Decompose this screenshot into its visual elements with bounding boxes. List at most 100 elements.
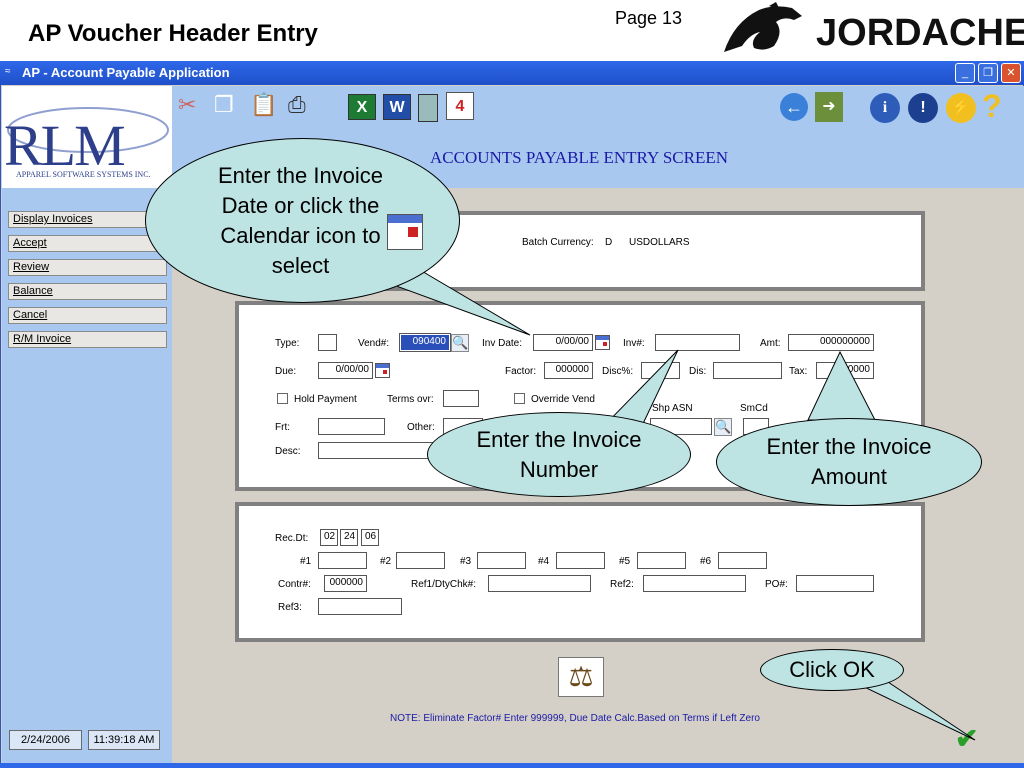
dis-field[interactable] — [713, 362, 782, 379]
ref-num-field-2[interactable] — [396, 552, 445, 569]
rec-dt-year[interactable]: 06 — [361, 529, 379, 546]
terms-label: Terms ovr: — [387, 394, 434, 405]
horse-logo-icon — [724, 2, 802, 52]
rlm-logo-box — [2, 86, 172, 188]
ref-num-label-1: #1 — [300, 556, 312, 567]
ref-num-field-5[interactable] — [637, 552, 686, 569]
help-icon[interactable]: ? — [982, 88, 1002, 124]
due-field[interactable]: 0/00/00 — [318, 362, 373, 379]
lightning-icon[interactable]: ⚡ — [946, 93, 976, 123]
excel-icon[interactable]: X — [348, 94, 376, 120]
info-icon[interactable]: i — [870, 93, 900, 123]
override-vend-label: Override Vend — [531, 394, 595, 405]
tax-label: Tax: — [789, 366, 808, 377]
ref-num-label-5: #5 — [619, 556, 631, 567]
ref-num-label-2: #2 — [380, 556, 392, 567]
rec-dt-day[interactable]: 24 — [340, 529, 358, 546]
close-button[interactable]: ✕ — [1001, 63, 1021, 83]
smcd-label: SmCd — [740, 403, 768, 414]
inv-num-field[interactable] — [655, 334, 740, 351]
factor-label: Factor: — [505, 366, 537, 377]
sidebar-item-accept[interactable]: Accept — [8, 235, 167, 252]
status-date: 2/24/2006 — [9, 730, 82, 750]
batch-currency-code: D — [605, 237, 613, 248]
app-icon: ≈ — [5, 66, 11, 77]
frt-label: Frt: — [275, 422, 290, 433]
callout-calendar-text: Enter the Invoice Date or click the Cale… — [217, 162, 384, 278]
alert-icon[interactable]: ! — [908, 93, 938, 123]
rec-dt-month[interactable]: 02 — [320, 529, 338, 546]
ref1-label: Ref1/DtyChk#: — [411, 579, 477, 590]
due-calendar-icon[interactable] — [375, 363, 390, 378]
word-icon[interactable]: W — [383, 94, 411, 120]
status-time: 11:39:18 AM — [88, 730, 160, 750]
window-titlebar: AP - Account Payable Application — [0, 61, 1024, 85]
paste-icon[interactable]: 📋 — [250, 92, 278, 117]
balance-scale-icon[interactable]: ⚖ — [558, 657, 604, 697]
brand-logo: JORDACHE — [816, 12, 1024, 54]
callout-click-ok-text: Click OK — [789, 657, 875, 682]
ref-num-label-4: #4 — [538, 556, 550, 567]
terms-field[interactable] — [443, 390, 479, 407]
override-vend-checkbox[interactable] — [514, 393, 525, 404]
ref-num-field-1[interactable] — [318, 552, 367, 569]
ref-num-field-3[interactable] — [477, 552, 526, 569]
ref1-field[interactable] — [488, 575, 591, 592]
inv-num-label: Inv#: — [623, 338, 645, 349]
calculator-icon[interactable] — [418, 94, 438, 122]
ref-num-field-6[interactable] — [718, 552, 767, 569]
sidebar-item-cancel[interactable]: Cancel — [8, 307, 167, 324]
ref-num-field-4[interactable] — [556, 552, 605, 569]
batch-currency-label: Batch Currency: — [522, 237, 594, 248]
inv-date-calendar-icon[interactable] — [595, 335, 610, 350]
callout-click-ok: Click OK — [760, 649, 904, 691]
sidebar-item-review[interactable]: Review — [8, 259, 167, 276]
contr-field[interactable]: 000000 — [324, 575, 367, 592]
slide-title: AP Voucher Header Entry — [28, 20, 318, 47]
shp-asn-label: Shp ASN — [652, 403, 693, 414]
sidebar-item-balance[interactable]: Balance — [8, 283, 167, 300]
ref2-label: Ref2: — [610, 579, 634, 590]
ref3-field[interactable] — [318, 598, 402, 615]
desc-label: Desc: — [275, 446, 301, 457]
type-field[interactable] — [318, 334, 337, 351]
page-number: Page 13 — [615, 8, 683, 28]
calendar-toolbar-icon[interactable]: 4 — [446, 92, 474, 120]
disc-label: Disc%: — [602, 366, 634, 377]
other-label: Other: — [407, 422, 435, 433]
rlm-swoosh-icon — [7, 107, 169, 153]
ref3-label: Ref3: — [278, 602, 302, 613]
cut-icon[interactable]: ✂ — [178, 92, 197, 117]
amt-field[interactable]: 000000000 — [788, 334, 874, 351]
sidebar-item-display-invoices[interactable]: Display Invoices — [8, 211, 167, 228]
frt-field[interactable] — [318, 418, 385, 435]
ref2-field[interactable] — [643, 575, 746, 592]
vendor-search-icon[interactable]: 🔍 — [451, 334, 469, 352]
back-arrow-icon[interactable]: ← — [780, 93, 808, 121]
factor-field[interactable]: 000000 — [544, 362, 593, 379]
po-field[interactable] — [796, 575, 874, 592]
hold-payment-checkbox[interactable] — [277, 393, 288, 404]
shp-asn-search-icon[interactable]: 🔍 — [714, 418, 732, 436]
callout-invoice-number-text: Enter the Invoice Number — [476, 426, 642, 482]
print-icon[interactable]: ⎙ — [288, 92, 306, 117]
batch-currency-value: USDOLLARS — [629, 237, 690, 248]
minimize-button[interactable]: _ — [955, 63, 975, 83]
inv-date-label: Inv Date: — [482, 338, 523, 349]
rlm-logo: RLM — [4, 113, 126, 178]
inv-date-field[interactable]: 0/00/00 — [533, 334, 593, 351]
vend-field[interactable]: 090400 — [399, 333, 451, 352]
sidebar-item-rm-invoice[interactable]: R/M Invoice — [8, 331, 167, 348]
screen-title: ACCOUNTS PAYABLE ENTRY SCREEN — [430, 148, 729, 167]
window-bottom-border — [0, 763, 1024, 768]
maximize-button[interactable]: ❐ — [978, 63, 998, 83]
copy-icon[interactable]: ❐ — [214, 92, 234, 117]
contr-label: Contr#: — [278, 579, 311, 590]
note-text: NOTE: Eliminate Factor# Enter 999999, Du… — [390, 713, 760, 724]
sidebar — [2, 86, 172, 766]
po-label: PO#: — [765, 579, 788, 590]
exit-door-icon[interactable]: ➜ — [815, 92, 843, 122]
ref-num-label-3: #3 — [460, 556, 472, 567]
hold-payment-label: Hold Payment — [294, 394, 357, 405]
